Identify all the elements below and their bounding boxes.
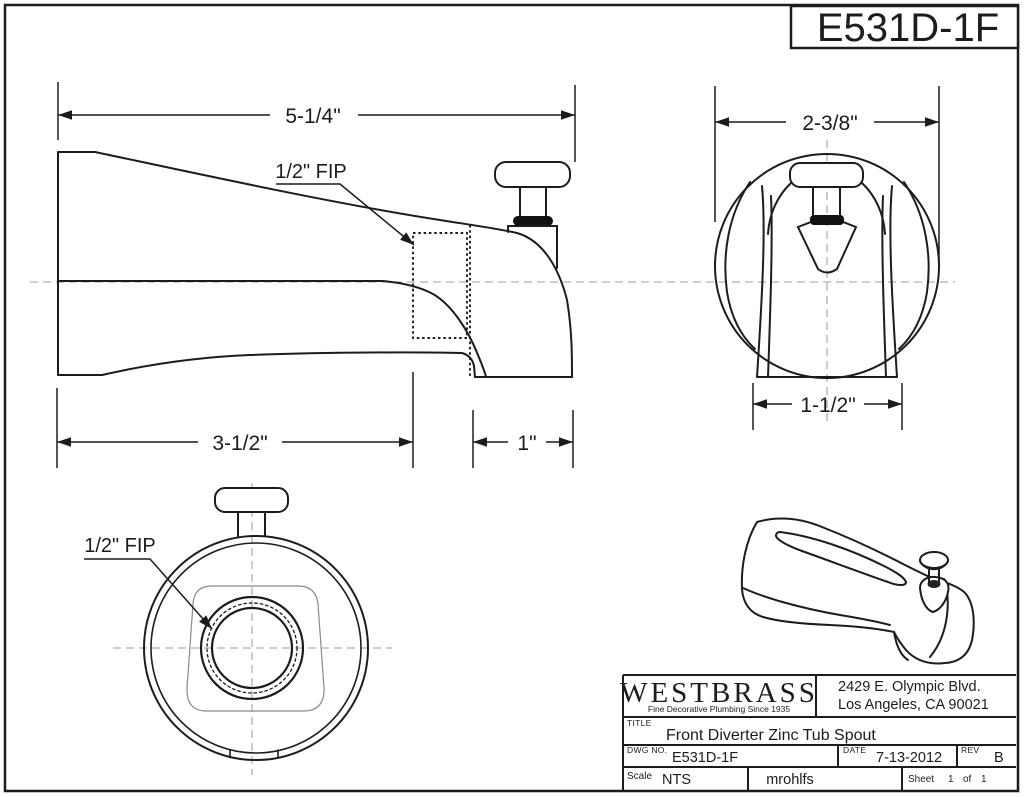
front-right-wall	[881, 185, 898, 378]
rear-bottom-notch	[229, 749, 279, 759]
dwg-no-value: E531D-1F	[672, 750, 738, 766]
rear-body-outline	[186, 585, 325, 712]
front-left-crescent	[724, 181, 756, 350]
drawing-number: E531D-1F	[817, 6, 999, 50]
scale-label: Scale	[627, 771, 652, 782]
rear-fitting-label: 1/2" FIP	[84, 535, 156, 557]
side-view-bottom-profile	[101, 351, 476, 378]
front-v-ridge	[796, 221, 858, 274]
rev-label: REV	[961, 745, 979, 755]
side-view	[57, 151, 573, 378]
front-view	[714, 153, 940, 379]
leader-arrowhead	[400, 232, 414, 245]
side-view-dimensions	[56, 82, 576, 468]
knob-cap	[919, 551, 949, 569]
arrowhead-left	[58, 110, 72, 120]
knob-cap	[214, 487, 289, 513]
rear-flange-outer-circle	[143, 535, 369, 761]
fip-boss-circle	[199, 595, 305, 701]
side-fitting-label: 1/2" FIP	[275, 161, 347, 183]
dim-wall-section: 3-1/2"	[212, 432, 267, 455]
dim-spout-section: 1"	[517, 432, 536, 455]
rear-view-leader	[84, 558, 213, 630]
arrowhead-right	[559, 437, 573, 447]
fip-thread-circle	[206, 602, 298, 694]
company-address-line1: 2429 E. Olympic Blvd.	[838, 679, 981, 695]
iso-body-silhouette	[740, 517, 975, 665]
sheet-number: 1	[948, 774, 954, 785]
iso-outlet-edge	[893, 631, 909, 661]
dwg-no-label: DWG NO.	[627, 745, 667, 755]
knob-stem	[237, 511, 266, 537]
company-address-line2: Los Angeles, CA 90021	[838, 697, 989, 713]
title-block-text: WESTBRASS Fine Decorative Plumbing Since…	[620, 677, 1004, 788]
date-label: DATE	[843, 745, 866, 755]
front-left-petal	[767, 182, 792, 235]
company-tagline: Fine Decorative Plumbing Since 1935	[648, 704, 790, 714]
knob-stem	[812, 186, 841, 217]
title-block	[622, 674, 1016, 790]
rear-flange-inner-circle	[150, 542, 362, 754]
knob-cap	[494, 161, 571, 188]
arrowhead-right	[561, 110, 575, 120]
dim-base-width: 1-1/2"	[800, 394, 855, 417]
title-label: TITLE	[627, 718, 652, 728]
company-logo: WESTBRASS	[620, 677, 818, 709]
scale-value: NTS	[662, 772, 691, 788]
arrowhead-left	[753, 399, 767, 409]
isometric-view	[740, 517, 975, 665]
arrowhead-left	[473, 437, 487, 447]
fip-leader-line	[276, 183, 415, 246]
diverter-knob-rear	[214, 487, 289, 537]
arrowhead-left	[715, 117, 729, 127]
drawing-border	[3, 3, 1020, 793]
rev-value: B	[994, 750, 1004, 766]
dim-overall-length: 5-1/4"	[285, 105, 340, 128]
sheet-of: of	[963, 774, 972, 785]
knob-o-ring	[513, 216, 553, 226]
arrowhead-right	[399, 437, 413, 447]
iso-body-crease	[742, 587, 891, 626]
knob-stem-base	[927, 580, 941, 588]
diverter-knob-front	[789, 162, 864, 225]
side-view-inner-profile	[57, 280, 487, 378]
rear-view	[143, 487, 369, 761]
diverter-knob-iso	[919, 551, 950, 613]
drawing-number-box: E531D-1F	[789, 4, 1020, 50]
side-view-left-flange-edge	[57, 151, 103, 376]
iso-top-recess	[775, 531, 907, 586]
fip-socket-hidden-outline	[412, 232, 468, 339]
side-view-top-profile	[94, 151, 573, 378]
diverter-knob-side	[494, 161, 571, 269]
arrowhead-right	[888, 399, 902, 409]
front-right-crescent	[898, 181, 930, 350]
drawing-title: Front Diverter Zinc Tub Spout	[666, 727, 876, 744]
front-right-petal	[861, 182, 886, 235]
front-view-dimensions	[714, 86, 940, 430]
knob-base-block	[507, 225, 558, 269]
knob-cap	[789, 162, 864, 188]
sheet-total: 1	[981, 774, 987, 785]
front-left-wall	[756, 185, 773, 378]
arrowhead-right	[925, 117, 939, 127]
date-value: 7-13-2012	[876, 750, 942, 766]
knob-cap-side	[919, 560, 949, 571]
knob-stem	[519, 186, 547, 218]
arrowhead-left	[57, 437, 71, 447]
knob-o-ring	[810, 215, 844, 225]
sheet-label: Sheet	[908, 774, 934, 785]
drafter-value: mrohlfs	[766, 772, 814, 788]
fip-bore-circle	[210, 606, 294, 690]
leader-arrowhead	[199, 615, 212, 629]
dim-face-width: 2-3/8"	[802, 112, 857, 135]
